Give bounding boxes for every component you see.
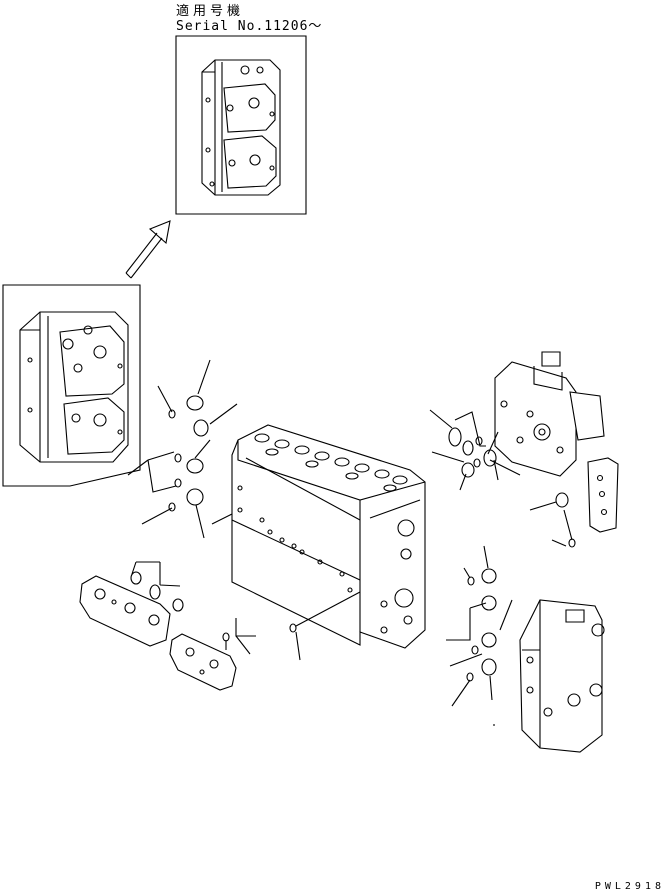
relief-valve-icon <box>495 352 604 476</box>
small-block-icon <box>170 634 236 690</box>
inset-new-valve <box>176 36 306 214</box>
spacer-block-icon <box>80 576 170 646</box>
main-control-valve-icon <box>232 425 425 648</box>
leader-lines <box>128 360 572 726</box>
inset-old-valve <box>3 285 140 486</box>
serial-number-label: Serial No.11206～ <box>176 19 323 34</box>
valve-section-old-icon <box>20 312 128 462</box>
o-ring-icon <box>131 396 568 675</box>
applicable-serial-label: 適用号機 <box>176 4 245 19</box>
end-section-valve-icon <box>520 600 604 752</box>
arrow-up-right-icon <box>126 221 170 278</box>
cover-plate-icon <box>588 458 618 532</box>
drawing-code: PWL2918 <box>594 881 665 892</box>
valve-section-new-icon <box>202 60 280 195</box>
